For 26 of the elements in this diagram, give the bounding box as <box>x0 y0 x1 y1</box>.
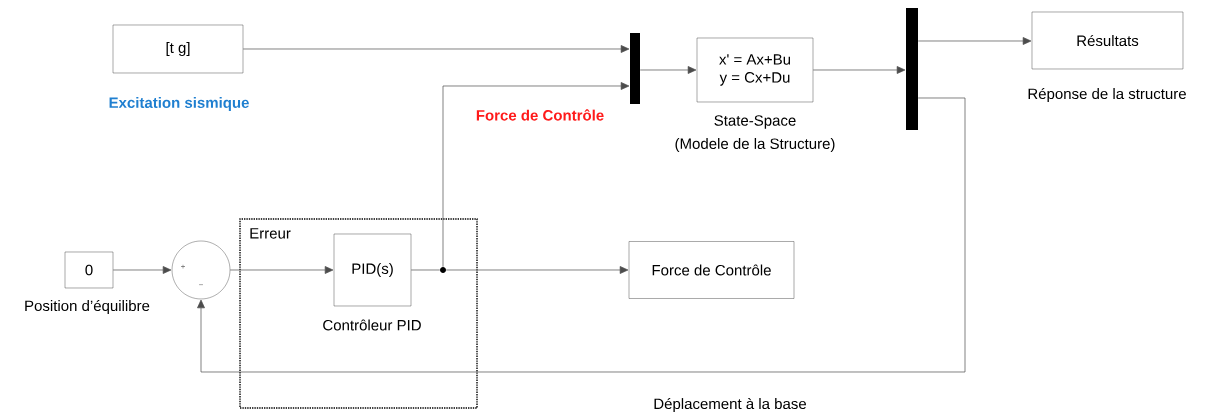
display-block: Force de Contrôle <box>628 241 795 299</box>
signal-label: Force de Contrôle <box>474 108 606 122</box>
state-space-block: x' = Ax+Bu y = Cx+Du <box>696 37 814 103</box>
scope-block: Résultats <box>1031 11 1184 70</box>
block-caption: Réponse de la structure <box>1028 87 1186 103</box>
arrow <box>229 266 334 274</box>
pid-block: PID(s) <box>333 233 412 307</box>
arrow <box>639 66 697 74</box>
block-caption: Contrôleur PID <box>323 319 421 331</box>
arrow <box>242 45 630 53</box>
arrow <box>917 37 1032 45</box>
arrow <box>812 66 906 74</box>
mux-bar <box>630 33 640 104</box>
block-caption: State-Space <box>714 115 796 129</box>
arrow <box>442 82 630 268</box>
signal-label: Déplacement à la base <box>652 396 808 414</box>
block-caption: Position d’équilibre <box>25 299 150 315</box>
arrow <box>445 266 629 274</box>
arrow <box>112 266 172 274</box>
constant-block: 0 <box>64 251 114 289</box>
sum-block: + − <box>171 240 231 300</box>
arrow <box>197 97 966 373</box>
source-block: [t g] <box>112 24 244 74</box>
block-caption: (Modele de la Structure) <box>675 138 835 152</box>
block-caption: Excitation sismique <box>109 97 249 111</box>
demux-bar <box>906 8 918 130</box>
